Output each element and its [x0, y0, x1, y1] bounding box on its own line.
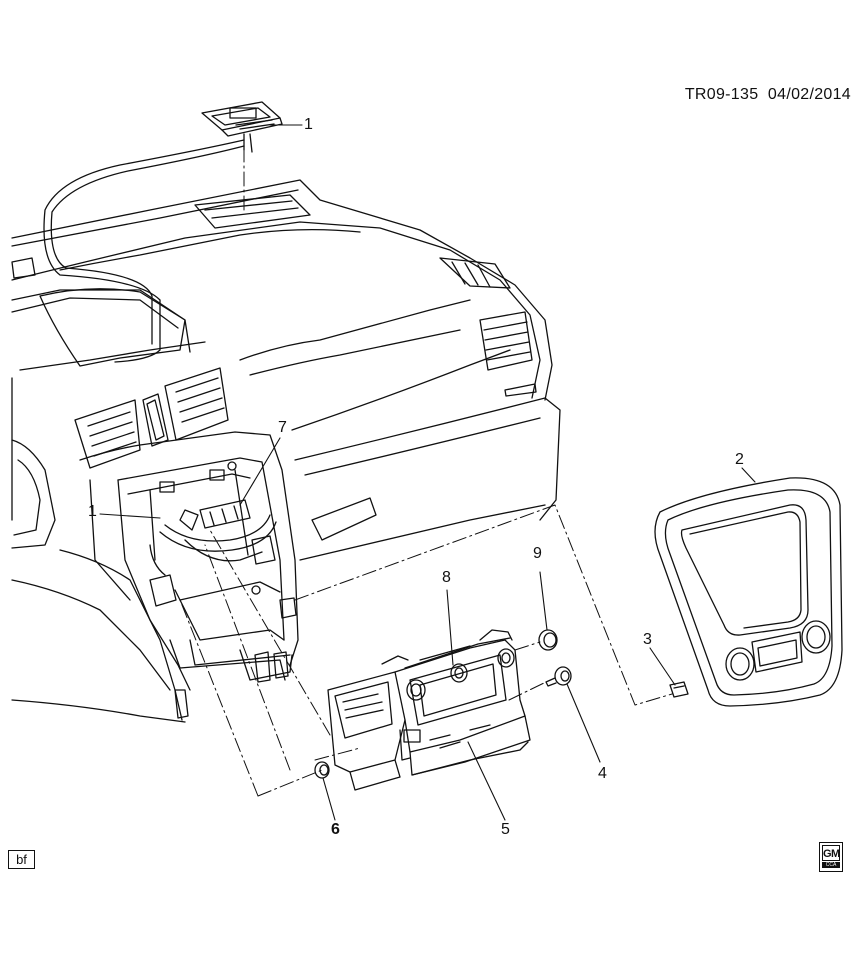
callout-4: 4	[598, 765, 607, 782]
air-vent-center	[75, 368, 228, 468]
knob-right	[498, 649, 514, 667]
antenna-module	[202, 102, 282, 152]
leader-lines	[100, 125, 755, 820]
callout-3: 3	[643, 631, 652, 648]
callout-1-antenna: 1	[304, 116, 313, 133]
document-tag: bf	[8, 850, 35, 869]
callout-1-left: 1	[88, 503, 97, 520]
gm-logo-mark: GM	[822, 845, 840, 861]
gm-logo: GM CCA	[819, 842, 843, 872]
knob-part-9	[539, 630, 557, 650]
knob-left	[451, 664, 467, 682]
clip-part-3	[670, 682, 688, 697]
bolt-part-4	[546, 667, 571, 686]
document-number: TR09-135	[684, 86, 759, 103]
alignment-lines	[180, 150, 672, 796]
callout-2: 2	[735, 451, 744, 468]
radio-bezel	[655, 478, 842, 706]
center-stack-bezel-opening	[80, 432, 298, 690]
antenna-cable	[44, 140, 244, 362]
document-id: TR09-135 04/02/2014	[551, 86, 851, 104]
radio-assembly	[328, 630, 530, 790]
radio-dial-lower	[407, 680, 425, 700]
callout-6: 6	[331, 821, 340, 838]
callout-9: 9	[533, 545, 542, 562]
wiring-harness	[150, 500, 276, 575]
callout-5: 5	[501, 821, 510, 838]
callout-8: 8	[442, 569, 451, 586]
air-vent-left	[12, 258, 35, 278]
nut-part-6	[315, 762, 329, 778]
left-panel-structure	[12, 440, 188, 722]
gm-logo-cca: CCA	[822, 862, 840, 868]
document-date: 04/02/2014	[767, 86, 851, 103]
callout-7: 7	[278, 419, 287, 436]
air-vent-right	[440, 258, 536, 396]
defroster-grille	[195, 195, 310, 228]
antenna-cable-inner	[51, 146, 244, 344]
